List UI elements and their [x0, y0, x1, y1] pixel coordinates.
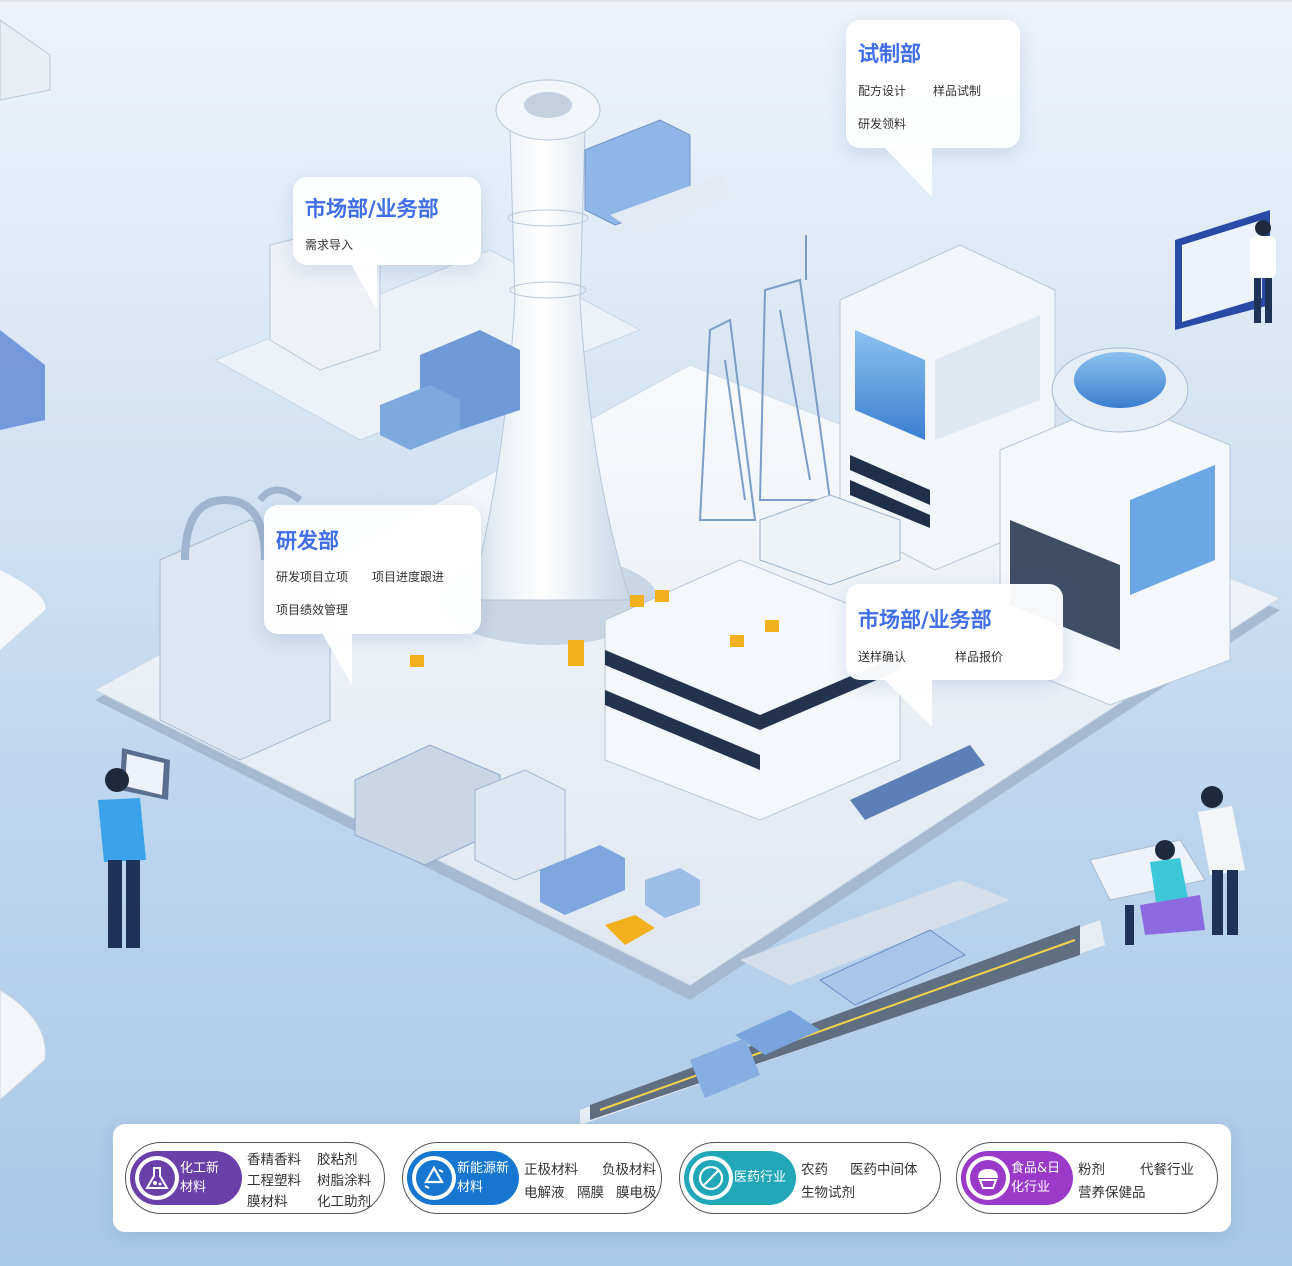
industry-item[interactable]: 电解液 [524, 1185, 565, 1201]
flask-icon [135, 1156, 179, 1200]
callout-pointer [351, 264, 377, 310]
callout-item-progress-tracking[interactable]: 项目进度跟进 [372, 570, 445, 584]
industry-card-new-energy[interactable]: 新能源新 材料 正极材料 负极材料 电解液 隔膜 膜电极 [402, 1142, 662, 1214]
center-building [604, 494, 901, 821]
recycle-icon [412, 1156, 456, 1200]
worker-with-tablet-left [98, 748, 170, 948]
callout-trial-department: 试制部 配方设计 样品试制 研发领料 [846, 20, 1020, 197]
industry-pill-chemical[interactable]: 化工新 材料 [130, 1151, 242, 1205]
workers-at-desk-right [1089, 786, 1245, 945]
callout-title: 试制部 [858, 42, 921, 66]
industry-card-chemical[interactable]: 化工新 材料 香精香料 胶粘剂 工程塑料 树脂涂料 膜材料 化工助剂 [125, 1142, 385, 1214]
industry-item[interactable]: 膜材料 [247, 1194, 288, 1210]
cooling-tower [438, 79, 658, 645]
callout-item-sample-confirmation[interactable]: 送样确认 [858, 650, 907, 664]
industry-item[interactable]: 隔膜 [577, 1185, 604, 1201]
callout-item-sample-trial[interactable]: 样品试制 [933, 84, 982, 98]
callout-item-rnd-material-request[interactable]: 研发领料 [858, 117, 907, 131]
callout-item-project-initiation[interactable]: 研发项目立项 [276, 570, 349, 584]
industry-item[interactable]: 胶粘剂 [317, 1152, 358, 1168]
pill-icon [689, 1156, 733, 1200]
callout-item-performance-management[interactable]: 项目绩效管理 [276, 603, 349, 617]
industry-label: 食品&日 化行业 [1011, 1161, 1061, 1195]
industry-card-pharma[interactable]: 医药行业 农药 医药中间体 生物试剂 [679, 1142, 941, 1214]
industry-item[interactable]: 膜电极 [616, 1185, 657, 1201]
industry-item[interactable]: 工程塑料 [247, 1173, 301, 1189]
industry-item[interactable]: 负极材料 [602, 1162, 656, 1178]
industry-item[interactable]: 代餐行业 [1140, 1162, 1194, 1178]
industry-item[interactable]: 营养保健品 [1078, 1185, 1146, 1201]
callout-pointer [884, 679, 932, 727]
callout-market-dept-bottom: 市场部/业务部 送样确认 样品报价 [846, 584, 1063, 727]
callout-title: 研发部 [276, 529, 339, 553]
machinery-and-vehicles [354, 640, 985, 1098]
industry-pill-pharma[interactable]: 医药行业 [684, 1151, 796, 1205]
industry-item[interactable]: 香精香料 [247, 1152, 301, 1168]
callout-title: 市场部/业务部 [305, 197, 439, 221]
industry-item[interactable]: 粉剂 [1078, 1162, 1105, 1178]
industry-item[interactable]: 生物试剂 [801, 1185, 855, 1201]
cupcake-icon [966, 1156, 1010, 1200]
industry-item[interactable]: 树脂涂料 [317, 1173, 371, 1189]
industry-item[interactable]: 正极材料 [524, 1162, 578, 1178]
industry-pill-food[interactable]: 食品&日 化行业 [961, 1151, 1073, 1205]
industry-label: 化工新 材料 [180, 1161, 220, 1195]
callout-item-requirement-import[interactable]: 需求导入 [305, 238, 354, 252]
callout-item-sample-quotation[interactable]: 样品报价 [955, 650, 1004, 664]
monitor-engineer-top-right [1175, 210, 1276, 330]
industry-item[interactable]: 医药中间体 [850, 1162, 918, 1178]
callout-item-formula-design[interactable]: 配方设计 [858, 84, 907, 98]
callout-title: 市场部/业务部 [858, 608, 992, 632]
callout-pointer [884, 147, 932, 197]
industry-label: 医药行业 [734, 1170, 787, 1185]
callout-rnd-department: 研发部 研发项目立项 项目进度跟进 项目绩效管理 [264, 505, 481, 685]
industry-bar: 化工新 材料 香精香料 胶粘剂 工程塑料 树脂涂料 膜材料 化工助剂 新能源新 … [113, 1124, 1231, 1232]
industry-item[interactable]: 农药 [801, 1162, 828, 1178]
callout-pointer [322, 633, 352, 685]
industry-label: 新能源新 材料 [457, 1161, 510, 1195]
industry-card-food[interactable]: 食品&日 化行业 粉剂 代餐行业 营养保健品 [956, 1142, 1218, 1214]
industry-pill-new-energy[interactable]: 新能源新 材料 [407, 1151, 519, 1205]
left-edge-structures [0, 19, 51, 1101]
callout-market-dept-top: 市场部/业务部 需求导入 [293, 177, 481, 310]
industry-item[interactable]: 化工助剂 [317, 1194, 371, 1210]
